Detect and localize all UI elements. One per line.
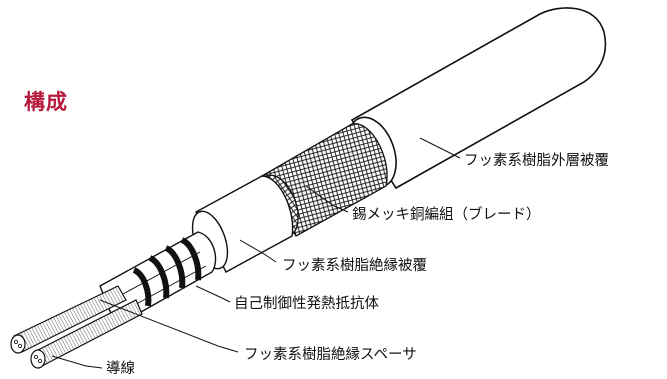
page-title: 構成: [24, 90, 68, 114]
leader-lines: [51, 137, 461, 369]
label-conductor: 導線: [106, 361, 135, 377]
leader-inner-jacket: [239, 239, 277, 263]
label-braid: 錫メッキ銅編組（ブレード）: [352, 207, 541, 223]
label-inner-jacket: フッ素系樹脂絶縁被覆: [282, 258, 427, 274]
heating-element-shape: [99, 231, 217, 328]
leader-outer-jacket: [419, 137, 461, 159]
label-outer-jacket: フッ素系樹脂外層被覆: [464, 153, 609, 169]
conductors-shape: [10, 285, 143, 369]
label-spacer: フッ素系樹脂絶縁スペーサ: [244, 347, 417, 363]
leader-braid: [305, 185, 349, 213]
leader-heating-element: [195, 285, 231, 303]
label-heating-element: 自己制御性発熱抵抗体: [234, 296, 379, 312]
leader-spacer: [99, 299, 239, 353]
leader-conductor: [51, 355, 103, 369]
